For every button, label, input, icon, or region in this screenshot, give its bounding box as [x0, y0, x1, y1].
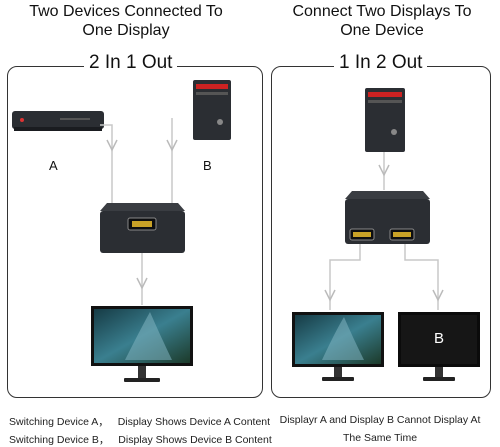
monitor-icon	[91, 306, 193, 382]
right-heading-line2: One Device	[340, 22, 424, 39]
right-caption-line1: Displayr A and Display B Cannot Display …	[279, 414, 481, 426]
left-heading: Two Devices Connected To One Display	[6, 2, 246, 40]
arrow-down-icon	[106, 139, 118, 152]
left-caption-1: Switching Device A， Display Shows Device…	[9, 414, 270, 429]
arrow-down-icon	[378, 164, 390, 177]
right-panel-title: 1 In 2 Out	[334, 52, 428, 74]
blu-ray-player-icon	[12, 111, 104, 131]
arrow-down-icon	[136, 277, 148, 290]
left-caption-2-part1: Switching Device B，	[9, 434, 110, 446]
cable-b-icon	[165, 118, 173, 211]
arrow-down-icon	[432, 289, 444, 302]
cable-a-icon	[100, 124, 119, 211]
left-caption-1-part2: Display Shows Device A Content	[117, 416, 271, 428]
screen-b-label: B	[434, 330, 445, 347]
right-heading-line1: Connect Two Displays To	[292, 3, 472, 20]
left-caption-1-part1: Switching Device A，	[9, 416, 109, 428]
right-caption-line2: The Same Time	[342, 432, 418, 444]
monitor-a-icon	[292, 312, 384, 381]
device-b-label: B	[203, 158, 212, 173]
hdmi-switch-icon	[100, 203, 185, 253]
arrow-down-icon	[166, 139, 178, 152]
left-heading-line2: One Display	[82, 22, 170, 39]
left-caption-2-part2: Display Shows Device B Content	[118, 434, 272, 446]
left-heading-line1: Two Devices Connected To	[29, 3, 223, 20]
desktop-tower-icon	[193, 80, 231, 140]
monitor-b-icon	[398, 312, 480, 381]
hdmi-splitter-icon	[345, 191, 430, 244]
device-a-label: A	[49, 158, 58, 173]
left-caption-2: Switching Device B， Display Shows Device…	[9, 432, 272, 447]
desktop-tower-icon	[365, 88, 405, 152]
cable-out-a-icon	[329, 244, 361, 310]
left-panel-title: 2 In 1 Out	[84, 52, 178, 74]
cable-out-b-icon	[404, 244, 439, 310]
right-heading: Connect Two Displays To One Device	[262, 2, 500, 40]
arrow-down-icon	[324, 289, 336, 302]
